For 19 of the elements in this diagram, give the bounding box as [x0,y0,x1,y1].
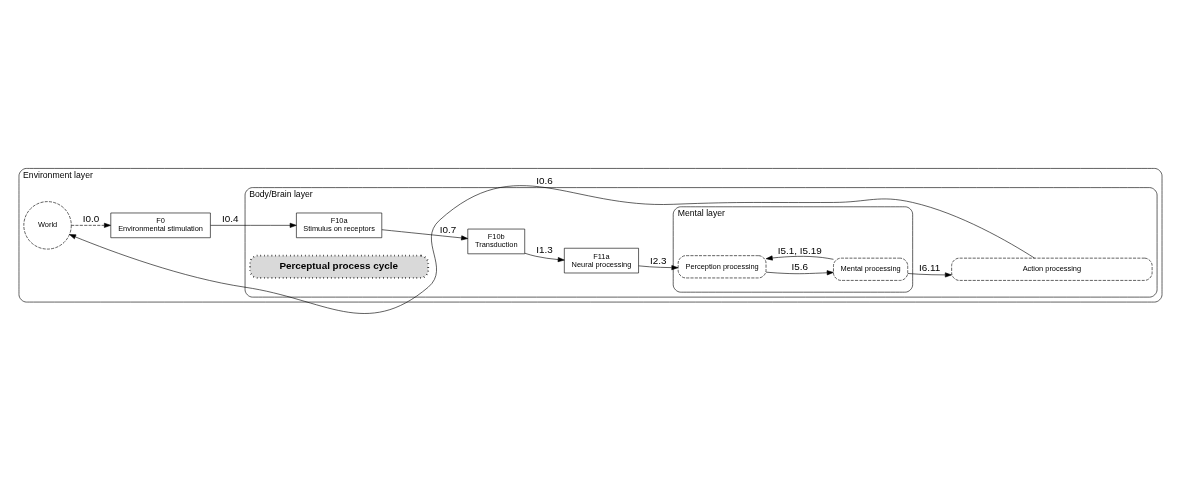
edge-label: I0.4 [221,213,239,225]
edge-label: I1.3 [536,244,553,256]
arrow [638,265,679,271]
edge-label: I5.6 [791,260,808,272]
arrow [210,222,297,228]
node-box: Perceptual process cycle [249,254,430,279]
arrow [71,222,111,228]
arrow [765,255,834,261]
arrow [69,185,1035,314]
edge-label: I5.1, I5.19 [777,244,822,256]
arrow [907,272,952,278]
edge-label: I0.7 [439,223,457,235]
edge-label: I0.0 [82,213,100,225]
arrow [524,252,565,263]
edge-label: I6.11 [919,262,941,274]
arrow [765,270,834,276]
edge-label: I0.6 [536,174,553,186]
arrow [381,229,468,241]
edge-label: I2.3 [650,254,667,266]
